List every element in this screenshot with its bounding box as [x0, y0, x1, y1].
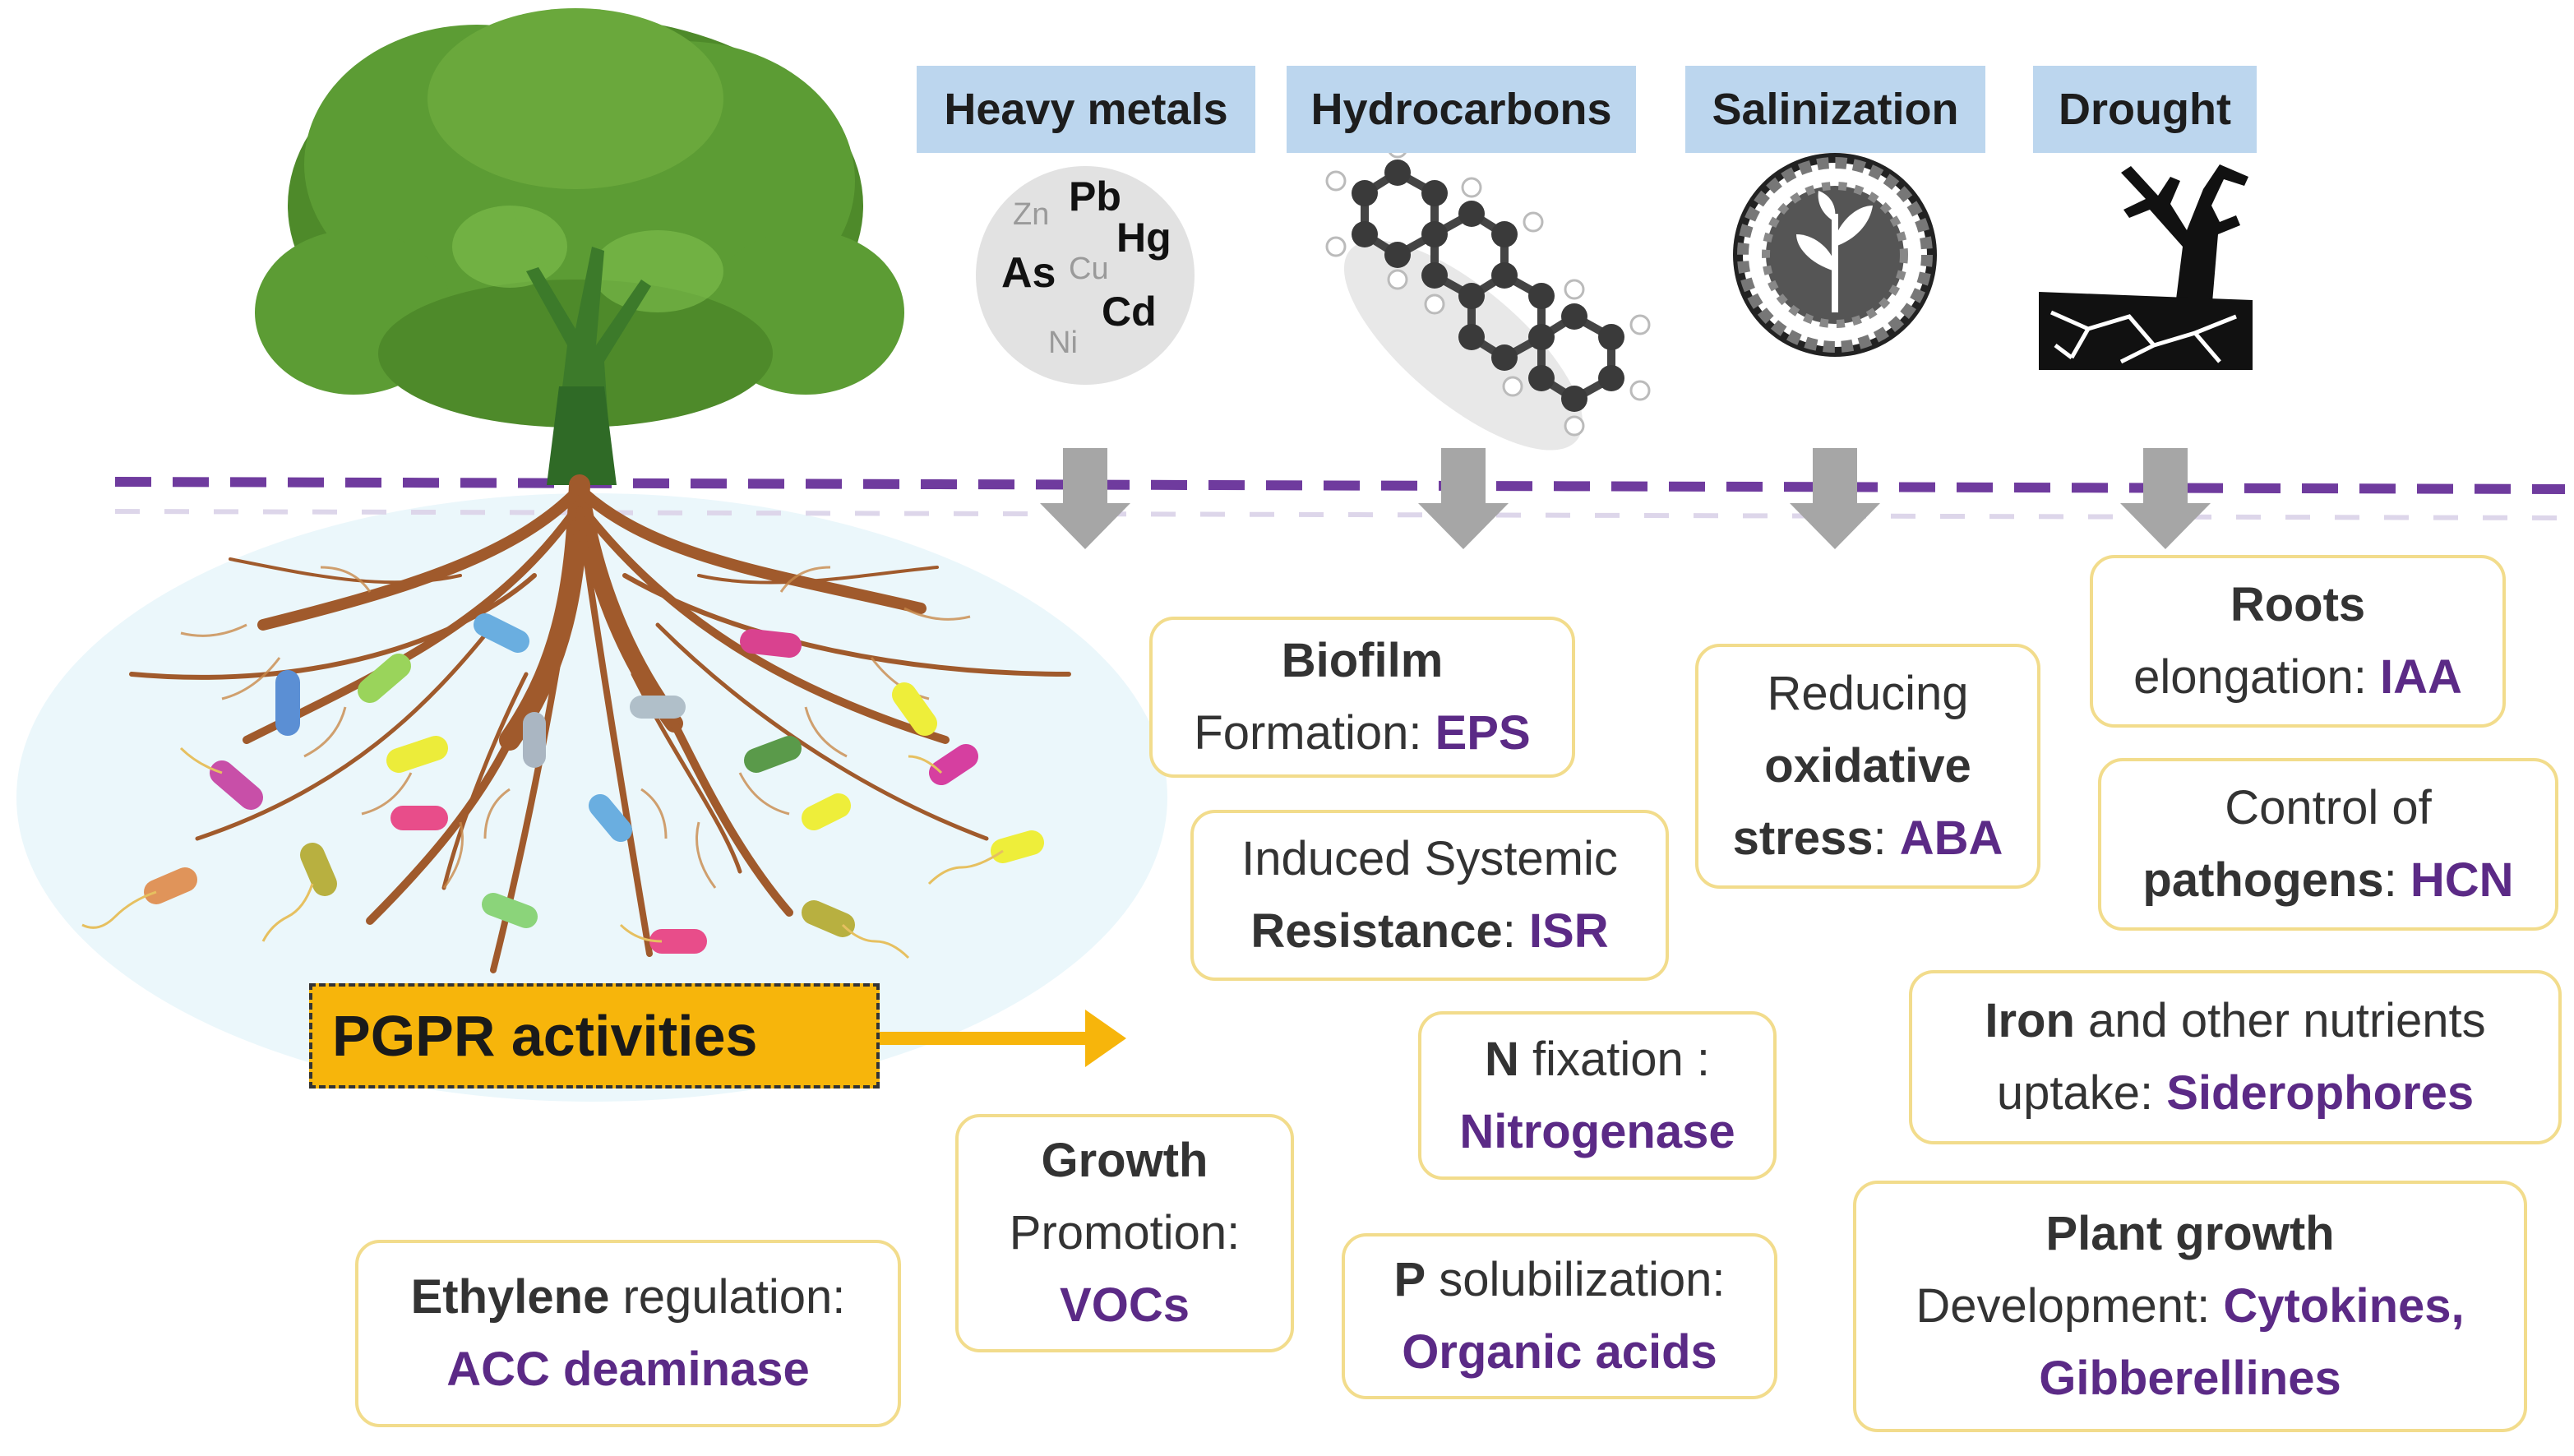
metal-hg: Hg: [1116, 215, 1171, 261]
heavy-metals-icon: [976, 166, 1195, 385]
biofilm-text: Formation:: [1194, 706, 1435, 760]
biofilm-title: Biofilm: [1281, 634, 1444, 687]
drought-icon: [2039, 164, 2253, 370]
pathogens-sep: :: [2383, 853, 2410, 907]
isr-term: ISR: [1528, 904, 1609, 958]
metal-cu: Cu: [1069, 252, 1109, 286]
plant-growth-term2: Gibberellines: [2039, 1352, 2341, 1405]
pathogens-term: HCN: [2410, 853, 2514, 907]
iron-bold: Iron: [1985, 994, 2075, 1047]
growth-text: Promotion:: [1009, 1206, 1241, 1260]
label-hydrocarbons: Hydrocarbons: [1287, 66, 1636, 153]
oxidative-bold1: oxidative: [1764, 739, 1971, 793]
box-n-fixation: N fixation : Nitrogenase: [1418, 1011, 1777, 1180]
label-heavy-metals: Heavy metals: [917, 66, 1255, 153]
biofilm-term: EPS: [1435, 706, 1531, 760]
pathogens-text: Control of: [2225, 781, 2432, 834]
metal-zn: Zn: [1013, 197, 1050, 232]
box-growth-promotion: Growth Promotion: VOCs: [955, 1114, 1294, 1352]
box-ethylene: Ethylene regulation: ACC deaminase: [355, 1240, 901, 1427]
label-salinization: Salinization: [1685, 66, 1985, 153]
box-roots-elongation: Roots elongation: IAA: [2090, 555, 2506, 728]
box-pathogen-control: Control of pathogens: HCN: [2098, 758, 2558, 931]
pathogens-bold: pathogens: [2142, 853, 2384, 907]
isr-bold: Resistance: [1250, 904, 1503, 958]
hydrocarbon-molecule-icon: [1325, 137, 1651, 451]
oxidative-sep: :: [1873, 811, 1900, 865]
metal-as: As: [1001, 249, 1056, 297]
metal-ni: Ni: [1048, 326, 1078, 360]
oxidative-text: Reducing: [1767, 667, 1969, 720]
tree-icon: [255, 8, 904, 485]
soil-ellipse: [16, 493, 1167, 1102]
down-arrows: [1040, 448, 2211, 549]
flagella: [81, 746, 1004, 959]
p-sol-text: solubilization:: [1426, 1253, 1726, 1306]
pgpr-activities-label: PGPR activities: [309, 983, 880, 1089]
box-plant-growth: Plant growth Development: Cytokines, Gib…: [1853, 1181, 2527, 1432]
ethylene-term: ACC deaminase: [446, 1343, 810, 1396]
plant-growth-term1: Cytokines,: [2223, 1279, 2465, 1333]
metal-pb: Pb: [1069, 173, 1121, 220]
box-p-solubilization: P solubilization: Organic acids: [1342, 1233, 1777, 1399]
p-sol-term: Organic acids: [1402, 1325, 1717, 1379]
box-oxidative-stress: Reducing oxidative stress: ABA: [1695, 644, 2040, 889]
box-isr: Induced Systemic Resistance: ISR: [1190, 810, 1669, 981]
iron-text2: uptake:: [1996, 1066, 2167, 1120]
roots-bold: Roots: [2230, 578, 2366, 631]
growth-bold: Growth: [1041, 1134, 1208, 1187]
n-fixation-bold: N: [1484, 1032, 1519, 1086]
roots-text: elongation:: [2133, 650, 2381, 704]
pgpr-arrow: [880, 1010, 1126, 1067]
metal-cd: Cd: [1102, 289, 1157, 335]
plant-growth-bold: Plant growth: [2045, 1207, 2335, 1260]
p-sol-bold: P: [1393, 1253, 1426, 1306]
label-drought: Drought: [2033, 66, 2257, 153]
box-biofilm: Biofilm Formation: EPS: [1149, 617, 1575, 778]
iron-text: and other nutrients: [2074, 994, 2486, 1047]
ethylene-text: regulation:: [609, 1270, 846, 1324]
roots-icon: [129, 474, 1071, 973]
oxidative-term: ABA: [1899, 811, 2003, 865]
oxidative-bold2: stress: [1732, 811, 1874, 865]
plant-growth-text: Development:: [1915, 1279, 2224, 1333]
n-fixation-text: fixation :: [1518, 1032, 1710, 1086]
bacteria-icons: [144, 613, 1044, 954]
n-fixation-term: Nitrogenase: [1459, 1104, 1735, 1158]
iron-term: Siderophores: [2166, 1066, 2475, 1120]
isr-text: Induced Systemic: [1241, 832, 1618, 885]
salinization-icon: [1733, 153, 1937, 357]
growth-term: VOCs: [1060, 1278, 1190, 1332]
isr-sep: :: [1502, 904, 1529, 958]
ethylene-bold: Ethylene: [410, 1270, 610, 1324]
roots-term: IAA: [2380, 650, 2462, 704]
soil-line: [114, 477, 2566, 494]
box-iron-uptake: Iron and other nutrients uptake: Siderop…: [1909, 970, 2562, 1144]
